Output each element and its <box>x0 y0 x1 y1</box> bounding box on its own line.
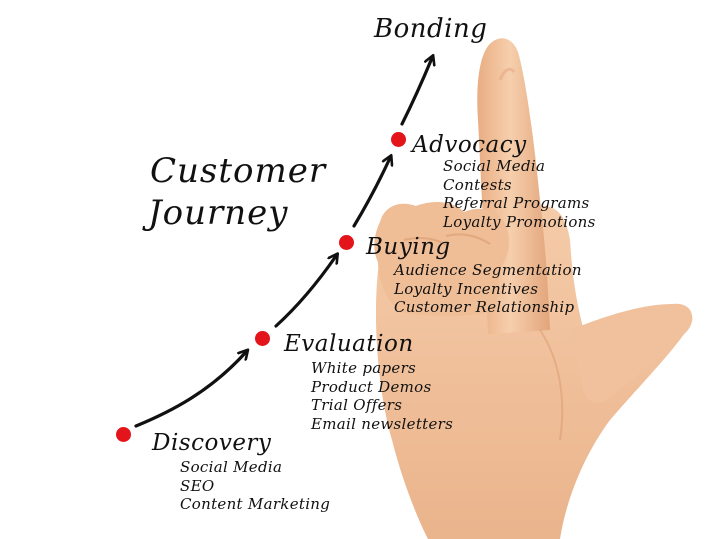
list-item: White papers <box>311 359 417 377</box>
goal-label-bonding: Bonding <box>374 14 488 44</box>
stage-dot-evaluation <box>255 331 270 346</box>
stage-label-buying: Buying <box>366 234 451 260</box>
list-item: SEO <box>180 476 215 495</box>
stage-dot-advocacy <box>391 132 406 147</box>
stage-items-advocacy: Social Media Contests Referral Programs … <box>443 157 596 231</box>
stage-label-advocacy: Advocacy <box>412 132 527 158</box>
list-item: Loyalty Promotions <box>443 212 596 231</box>
list-item: Loyalty Incentives <box>394 279 539 298</box>
arrow-discovery-to-evaluation <box>134 352 246 428</box>
diagram-title-line2: Journey <box>148 193 289 233</box>
hand-curled-fingers <box>374 202 509 317</box>
stage-items-buying: Audience Segmentation Loyalty Incentives… <box>394 261 582 317</box>
stage-dot-buying <box>339 235 354 250</box>
arrow-buying-to-advocacy <box>352 158 390 228</box>
list-item: Trial Offers <box>311 396 403 414</box>
hand-thumb <box>570 304 693 403</box>
list-item: Referral Programs <box>443 194 590 212</box>
list-item: Content Marketing <box>180 495 331 513</box>
stage-label-discovery: Discovery <box>152 430 272 456</box>
diagram-title-line1: Customer <box>150 151 327 191</box>
list-item: Contests <box>443 175 512 194</box>
list-item: Social Media <box>180 458 283 476</box>
stage-items-evaluation: White papers Product Demos Trial Offers … <box>311 359 453 433</box>
list-item: Customer Relationship <box>394 298 575 316</box>
stage-label-evaluation: Evaluation <box>284 331 414 357</box>
list-item: Audience Segmentation <box>394 261 582 279</box>
list-item: Product Demos <box>311 377 432 396</box>
list-item: Social Media <box>443 157 546 175</box>
stage-items-discovery: Social Media SEO Content Marketing <box>180 458 330 514</box>
stage-dot-discovery <box>116 427 131 442</box>
list-item: Email newsletters <box>311 414 454 433</box>
arrow-advocacy-to-bonding <box>400 58 432 126</box>
arrow-evaluation-to-buying <box>274 256 336 328</box>
